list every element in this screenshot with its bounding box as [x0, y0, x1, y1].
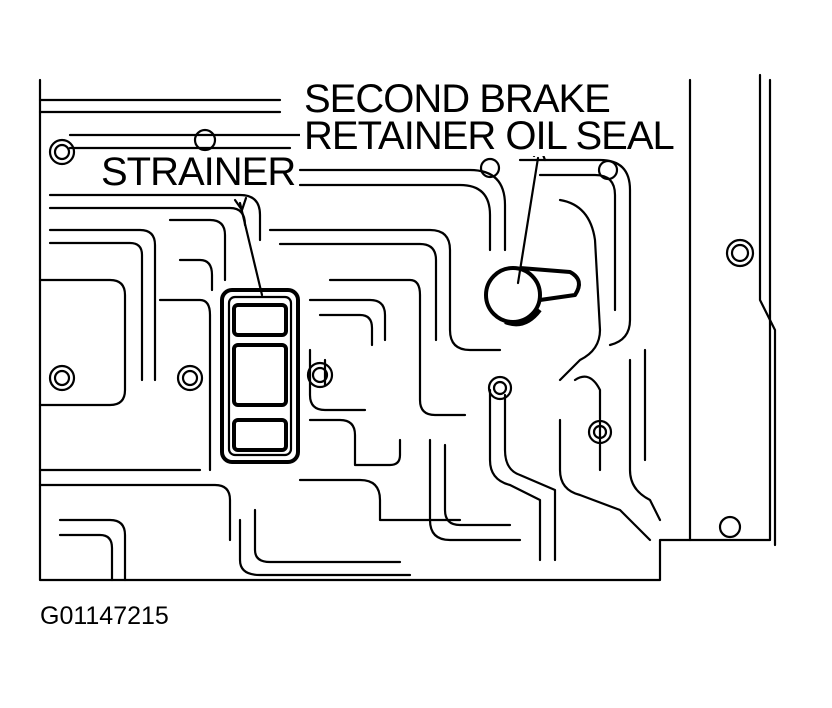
channel-lower-6 — [558, 375, 652, 542]
channel-mid-1 — [268, 228, 502, 352]
seal-label-line2: RETAINER OIL SEAL — [300, 116, 678, 156]
channel-mid-3 — [298, 168, 507, 252]
seal-leader-line — [516, 156, 540, 285]
bolt-holes — [48, 128, 755, 539]
strainer-leader-arrow — [233, 196, 248, 212]
channel-mid-5 — [558, 198, 602, 382]
channel-upper-2 — [68, 133, 302, 150]
oil-seal-part — [484, 266, 581, 327]
strainer-leader-line — [238, 201, 264, 297]
channel-upper-5 — [168, 218, 227, 292]
channel-lower-1 — [38, 468, 232, 542]
channel-left-2 — [158, 298, 212, 472]
channel-lower-9 — [58, 518, 127, 582]
strainer-label: STRAINER — [97, 152, 300, 192]
channel-lower-5 — [488, 388, 557, 562]
channel-mid-6 — [308, 298, 387, 347]
channel-lower-4 — [428, 438, 522, 542]
seal-label-line1: SECOND BRAKE — [300, 79, 614, 119]
plate-right-flange — [688, 73, 777, 547]
plate-outline — [38, 78, 772, 582]
channel-upper-4 — [48, 228, 157, 382]
channel-mid-2 — [278, 242, 438, 342]
channel-upper-3 — [48, 193, 262, 242]
channel-mid-4 — [518, 158, 632, 347]
channel-lower-3 — [308, 418, 402, 467]
strainer-part — [220, 288, 300, 464]
channel-mid-7 — [328, 278, 467, 417]
figure-id: G01147215 — [40, 602, 169, 630]
channel-lower-7 — [628, 348, 662, 522]
channel-lower-10 — [308, 348, 367, 412]
channel-upper-1 — [38, 98, 282, 114]
channel-lower-8 — [238, 508, 412, 577]
channel-lower-2 — [298, 478, 462, 522]
channel-left-1 — [38, 278, 127, 407]
